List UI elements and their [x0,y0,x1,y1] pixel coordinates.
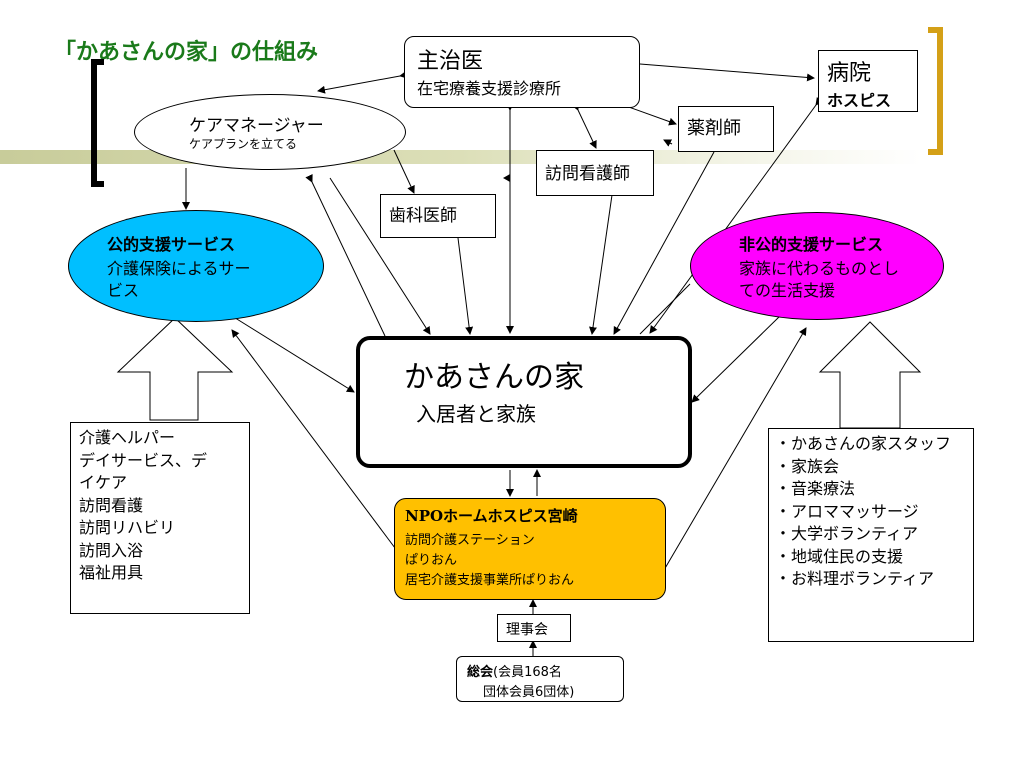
primary-doctor-subtitle: 在宅療養支援診療所 [417,79,562,98]
care-plan-label: ケアプランを立てる [189,137,298,151]
npo-office: 居宅介護支援事業所ぱりおん [405,573,575,588]
list-item: 訪問看護 [79,495,144,515]
list-item: 福祉用具 [79,563,144,582]
list-item: 介護ヘルパー [79,428,176,447]
npo-station: 訪問介護ステーション [405,533,535,548]
general-meeting-box: 総会(会員168名 団体会員6団体) [456,656,624,702]
left-bracket [91,59,104,187]
dentist-label: 歯科医師 [389,206,457,226]
visiting-nurse-label: 訪問看護師 [545,164,630,184]
list-item: デイサービス、デ [79,450,208,470]
npo-box: NPOホームホスピス宮崎 訪問介護ステーション ぱりおん 居宅介護支援事業所ぱり… [394,498,666,600]
hospice-label: ホスピス [827,91,892,110]
care-manager-ellipse: ケアマネージャー ケアプランを立てる [134,94,406,170]
public-support-label: 公的支援サービス [107,235,236,254]
private-support-desc-1: 家族に代わるものとし [739,259,900,278]
public-up-arrow [116,317,234,421]
board-label: 理事会 [506,622,548,638]
members-count: (会員168名 [493,665,562,680]
pharmacist-box: 薬剤師 [678,106,774,152]
private-support-label: 非公的支援サービス [739,235,884,254]
list-item: 訪問リハビリ [79,518,176,537]
private-up-arrow [818,321,922,429]
home-label: かあさんの家 [404,360,584,395]
public-support-desc-2: ビス [107,281,140,300]
general-meeting-line1: 総会(会員168名 [467,661,562,680]
npo-parion: ぱりおん [405,553,458,568]
board-box: 理事会 [497,614,571,642]
care-manager-label: ケアマネージャー [189,116,324,136]
residents-families-label: 入居者と家族 [416,402,536,426]
hospital-label: 病院 [827,61,872,86]
list-item: ・大学ボランティア [775,524,919,543]
list-item: イケア [79,473,128,492]
list-item: ・アロママッサージ [775,501,919,521]
private-support-ellipse: 非公的支援サービス 家族に代わるものとし ての生活支援 [690,212,944,320]
list-item: 訪問入浴 [79,540,144,560]
private-services-list: ・かあさんの家スタッフ ・家族会 ・音楽療法 ・アロママッサージ ・大学ボランテ… [775,433,951,591]
npo-name: NPOホームホスピス宮崎 [405,507,578,525]
right-bracket [928,27,943,155]
public-services-list: 介護ヘルパー デイサービス、デ イケア 訪問看護 訪問リハビリ 訪問入浴 福祉用… [79,427,207,585]
public-support-desc-1: 介護保険によるサー [107,259,251,278]
list-item: ・地域住民の支援 [775,546,904,566]
primary-doctor-label: 主治医 [417,49,484,74]
pharmacist-label: 薬剤師 [687,118,741,139]
public-support-ellipse: 公的支援サービス 介護保険によるサー ビス [68,210,324,322]
home-box: かあさんの家 入居者と家族 [356,336,692,468]
group-members-count: 団体会員6団体) [483,685,575,700]
visiting-nurse-box: 訪問看護師 [536,150,654,196]
primary-doctor-box: 主治医 在宅療養支援診療所 [404,36,640,108]
list-item: ・かあさんの家スタッフ [775,434,952,453]
dentist-box: 歯科医師 [380,194,496,238]
private-support-desc-2: ての生活支援 [739,281,836,300]
public-services-list-box: 介護ヘルパー デイサービス、デ イケア 訪問看護 訪問リハビリ 訪問入浴 福祉用… [70,422,250,614]
list-item: ・お料理ボランティア [775,569,935,588]
private-services-list-box: ・かあさんの家スタッフ ・家族会 ・音楽療法 ・アロママッサージ ・大学ボランテ… [768,428,974,642]
list-item: ・音楽療法 [775,479,856,498]
list-item: ・家族会 [775,456,840,476]
general-meeting-label: 総会 [467,665,494,680]
hospital-box: 病院 ホスピス [818,50,918,112]
